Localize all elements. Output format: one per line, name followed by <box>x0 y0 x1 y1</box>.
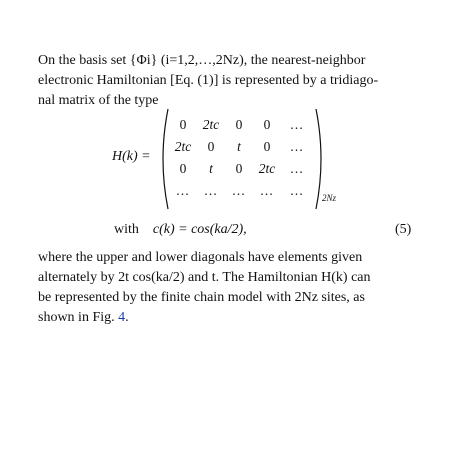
matrix-cell: 0 <box>263 117 271 132</box>
intro-line-3: nal matrix of the type <box>38 93 159 108</box>
tridiagonal-matrix: 0 2tc 0 0 … 2tc 0 t 0 … 0 t 0 2tc … … … … <box>158 108 326 210</box>
matrix-cell: … <box>203 183 219 198</box>
right-parenthesis <box>315 108 322 210</box>
matrix-cell: 2tc <box>258 161 276 176</box>
matrix-cell: 2tc <box>174 139 192 154</box>
matrix-cell: 0 <box>179 117 187 132</box>
matrix-cell: … <box>289 161 305 176</box>
cosine-definition: c(k) = cos(ka/2), <box>152 222 247 237</box>
with-label: with <box>114 222 139 237</box>
explanation-line-4: shown in Fig. 4. <box>38 308 414 328</box>
matrix-grid: 0 2tc 0 0 … 2tc 0 t 0 … 0 t 0 2tc … … … … <box>170 114 318 202</box>
matrix-cell: … <box>289 139 305 154</box>
matrix-size-subscript: 2Nz <box>322 193 337 203</box>
figure-4-link[interactable]: 4 <box>118 310 126 325</box>
matrix-cell: t <box>209 161 213 176</box>
matrix-cell: 0 <box>235 161 243 176</box>
explanation-line-1: where the upper and lower diagonals have… <box>38 250 363 265</box>
equation-number: (5) <box>395 222 412 237</box>
matrix-cell: … <box>231 183 247 198</box>
fig-ref-suffix: . <box>125 310 129 325</box>
equation-definition-line: with c(k) = cos(ka/2), <box>114 222 247 238</box>
fig-ref-prefix: shown in Fig. <box>38 310 119 325</box>
matrix-cell: 0 <box>263 139 271 154</box>
matrix-cell: … <box>289 183 305 198</box>
matrix-cell: … <box>289 117 305 132</box>
matrix-cell: 0 <box>207 139 215 154</box>
explanation-line-3: be represented by the finite chain model… <box>38 290 365 305</box>
intro-line-1: On the basis set {Φi} (i=1,2,…,2Nz), the… <box>38 53 366 68</box>
explanation-line-2: alternately by 2t cos(ka/2) and t. The H… <box>38 270 371 285</box>
matrix-cell: 0 <box>179 161 187 176</box>
matrix-cell: 2tc <box>202 117 220 132</box>
explanation-paragraph: where the upper and lower diagonals have… <box>38 248 414 328</box>
matrix-cell: t <box>237 139 241 154</box>
matrix-cell: … <box>175 183 191 198</box>
intro-paragraph: On the basis set {Φi} (i=1,2,…,2Nz), the… <box>38 51 414 111</box>
hamiltonian-lhs: H(k) = <box>112 149 151 164</box>
left-parenthesis <box>162 108 169 210</box>
matrix-cell: … <box>259 183 275 198</box>
matrix-cell: 0 <box>235 117 243 132</box>
intro-line-2: electronic Hamiltonian [Eq. (1)] is repr… <box>38 73 379 88</box>
